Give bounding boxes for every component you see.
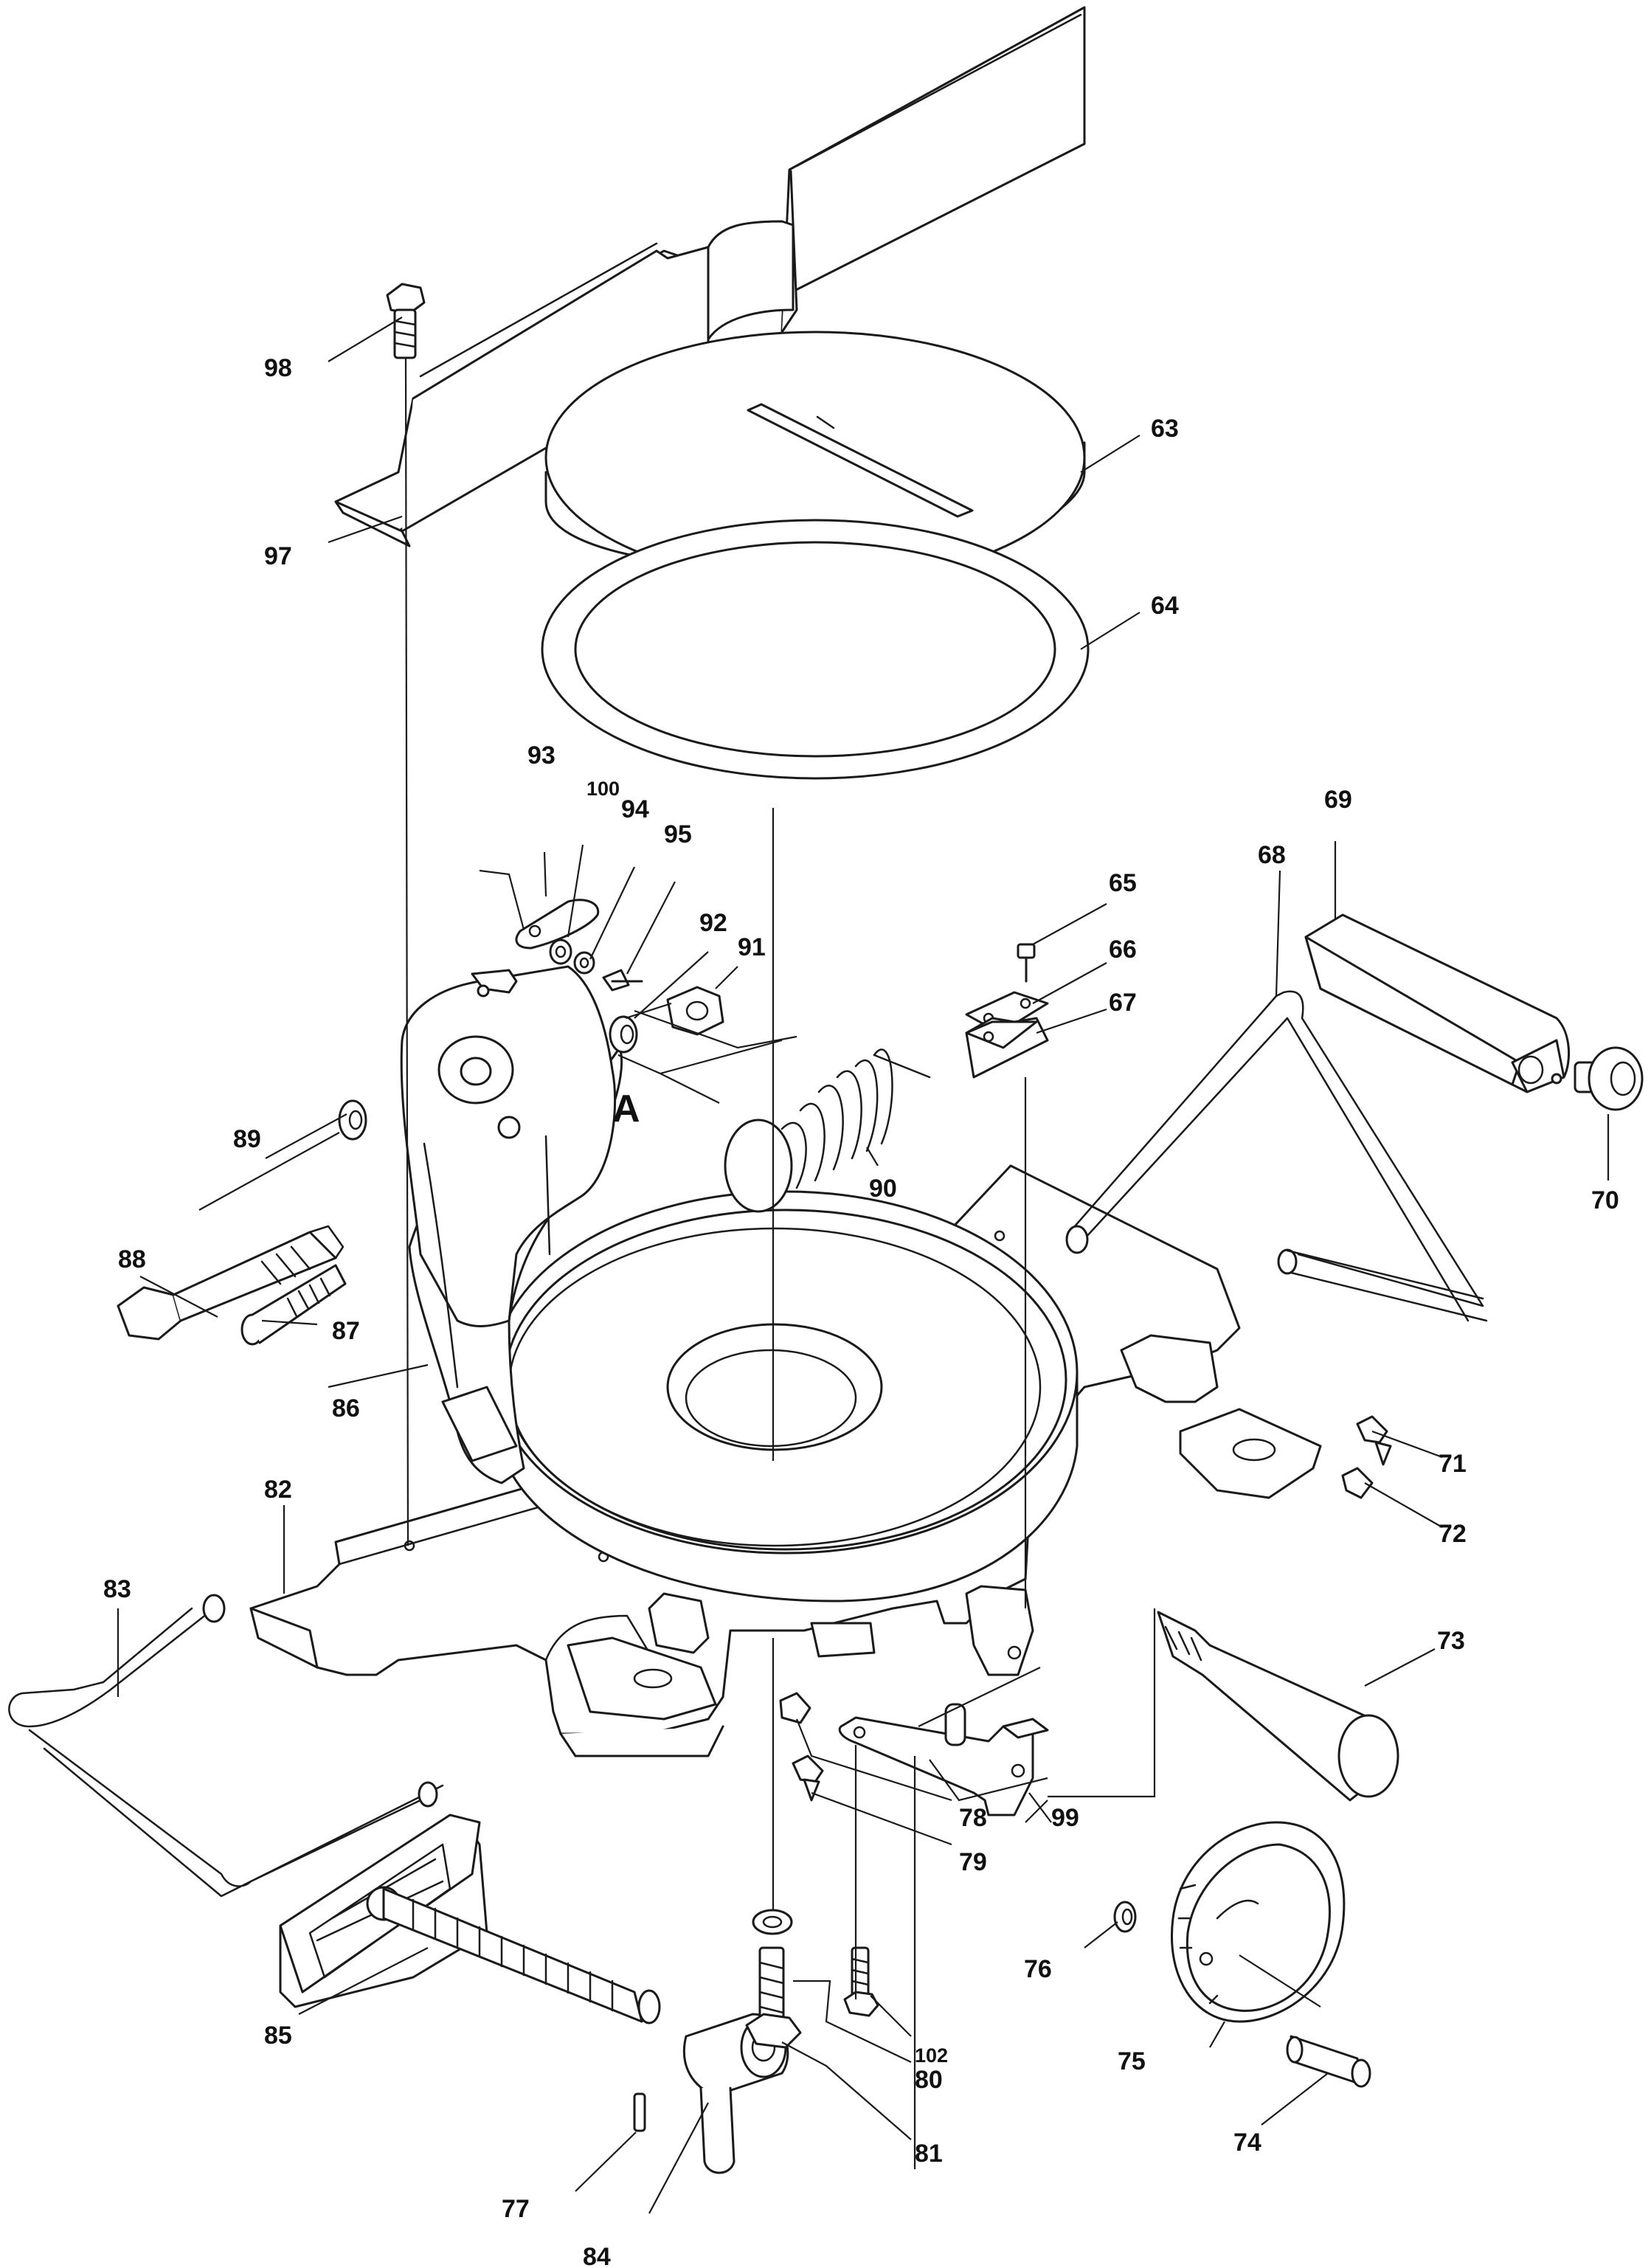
knob-part-70: [1574, 1046, 1644, 1111]
callout-86: 86: [332, 1394, 360, 1422]
washer-part-92: [609, 1015, 638, 1054]
bolt-part-98: [386, 283, 426, 359]
callout-63: 63: [1151, 415, 1179, 443]
washer-part-100: [549, 938, 572, 965]
pin-part-87: [240, 1264, 347, 1346]
rod-part-83: [8, 1594, 444, 1898]
clamp-screw-part-85: [279, 1814, 661, 2025]
washer-part-94: [573, 951, 595, 975]
callout-labels: 63 64 65 66 67 68 69 70 71 72 73 74 75 7…: [103, 354, 1619, 2268]
assembly-lines: [198, 357, 1321, 2169]
callout-95: 95: [664, 820, 692, 848]
callout-69: 69: [1324, 786, 1352, 814]
callout-97: 97: [264, 542, 292, 570]
bolt-part-88: [117, 1225, 345, 1341]
bolt-part-102: [843, 1946, 879, 2017]
callout-77: 77: [502, 2195, 530, 2223]
lever-part-99: [838, 1703, 1049, 1816]
ring-part-64: [541, 519, 1090, 780]
pin-part-77: [633, 2092, 646, 2132]
callout-71: 71: [1439, 1450, 1467, 1478]
rod-part-68: [1065, 990, 1488, 1322]
callout-100: 100: [586, 778, 620, 800]
callout-92: 92: [699, 909, 727, 937]
callout-67: 67: [1109, 989, 1137, 1017]
callout-72: 72: [1439, 1520, 1467, 1548]
callout-91: 91: [738, 933, 766, 961]
callout-90: 90: [869, 1175, 897, 1203]
wing-bolt-part-79: [792, 1754, 824, 1802]
nut-part-91: [666, 986, 724, 1036]
screw-part-65: [1017, 943, 1036, 983]
grip-part-73: [1157, 1611, 1399, 1802]
callout-102: 102: [915, 2044, 948, 2067]
fence-part-97: [334, 6, 1086, 547]
callout-93: 93: [527, 741, 555, 770]
callout-89: 89: [233, 1125, 261, 1153]
extension-part-69: [1304, 913, 1571, 1093]
callout-87: 87: [332, 1317, 360, 1345]
screw-part-78: [779, 1692, 811, 1724]
callout-80: 80: [915, 2066, 943, 2094]
spring-part-90: [724, 1048, 931, 1213]
callout-82: 82: [264, 1476, 292, 1504]
callout-78: 78: [959, 1804, 987, 1832]
bracket-part-67: [965, 1017, 1049, 1079]
callout-66: 66: [1109, 936, 1137, 964]
callout-94: 94: [621, 795, 649, 823]
callout-70: 70: [1591, 1186, 1619, 1214]
callout-88: 88: [118, 1245, 146, 1273]
knob-part-75: [1171, 1821, 1346, 2023]
screw-part-72: [1341, 1467, 1374, 1499]
detail-marker-a: A: [612, 1088, 640, 1130]
retaining-ring-part-76: [1113, 1901, 1137, 1933]
callout-99: 99: [1051, 1804, 1079, 1832]
washer-part-89: [338, 1099, 367, 1141]
washer-part-80: [752, 1909, 793, 1935]
callout-74: 74: [1233, 2129, 1261, 2157]
callout-84: 84: [583, 2243, 611, 2268]
callout-83: 83: [103, 1575, 131, 1603]
callout-75: 75: [1118, 2047, 1146, 2075]
leader-lines: [117, 317, 1610, 2214]
shaft-part-74: [1286, 2035, 1371, 2088]
bolt-part-81: [745, 1946, 802, 2049]
callout-85: 85: [264, 2022, 292, 2050]
callout-98: 98: [264, 354, 292, 382]
callout-68: 68: [1258, 841, 1286, 869]
callout-73: 73: [1437, 1627, 1465, 1655]
callout-65: 65: [1109, 869, 1137, 897]
base-turntable-seat: [493, 1190, 1079, 1603]
screw-part-95: [602, 969, 643, 992]
callout-64: 64: [1151, 592, 1179, 620]
plate-part-93: [515, 899, 600, 950]
arm-holder-part-86: [400, 965, 623, 1484]
callout-76: 76: [1024, 1955, 1052, 1983]
callout-79: 79: [959, 1848, 987, 1876]
wing-bolt-part-71: [1356, 1415, 1392, 1466]
callout-81: 81: [915, 2140, 943, 2168]
